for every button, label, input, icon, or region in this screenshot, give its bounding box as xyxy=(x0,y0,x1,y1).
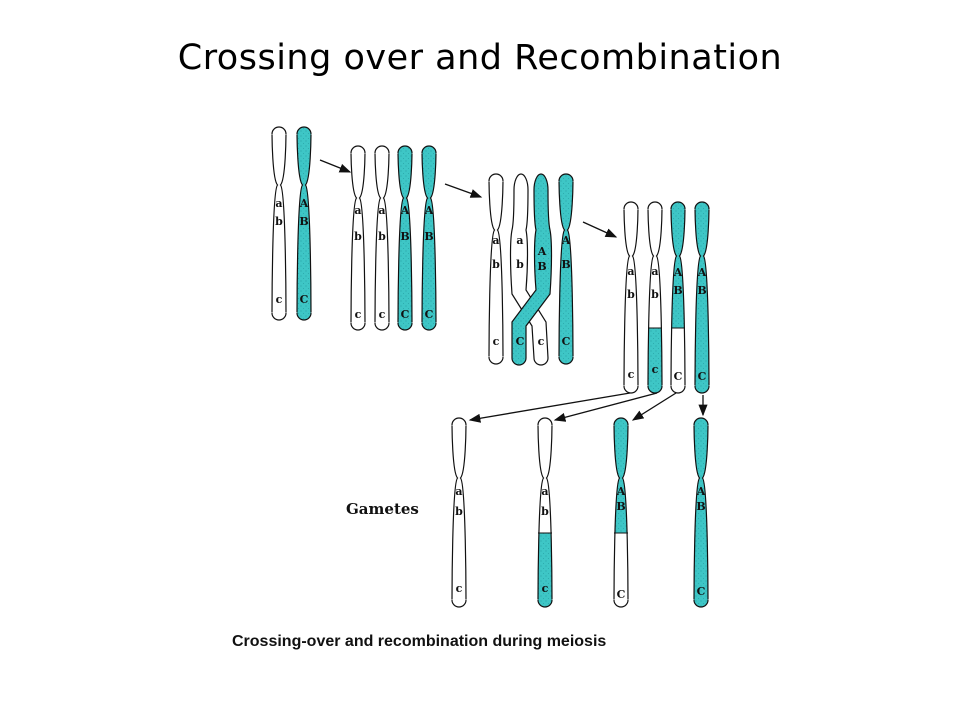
allele-a-label: a xyxy=(275,197,282,210)
allele-b-label: b xyxy=(651,288,659,301)
allele-b-label: b xyxy=(492,258,500,271)
allele-c-label: c xyxy=(542,582,549,595)
allele-C-label: C xyxy=(562,335,571,348)
gamete-3-recombinant-ABc xyxy=(613,417,629,608)
allele-a-label: a xyxy=(651,265,658,278)
allele-A-label: A xyxy=(697,266,707,279)
allele-a-label: a xyxy=(354,204,361,217)
stage4-chromatid-1 xyxy=(623,201,639,394)
allele-a-label: a xyxy=(541,485,548,498)
allele-A-label: A xyxy=(561,234,571,247)
allele-c-label: c xyxy=(652,363,659,376)
stage3-chromatid-4 xyxy=(558,173,574,365)
allele-a-label: a xyxy=(455,485,462,498)
allele-c-label: c xyxy=(456,582,463,595)
allele-c-label: c xyxy=(493,335,500,348)
stage4-chromatid-2 xyxy=(647,201,663,394)
allele-C-label: C xyxy=(674,370,683,383)
stage2-chromatid-4 xyxy=(421,145,437,331)
allele-A-label: A xyxy=(616,485,626,498)
allele-b-label: b xyxy=(275,215,283,228)
allele-C-label: C xyxy=(698,370,707,383)
stage4-chromatid-3 xyxy=(670,201,686,394)
gamete-2-recombinant-abC xyxy=(537,417,553,608)
allele-C-label: C xyxy=(516,335,525,348)
stage4-chromatid-4 xyxy=(694,201,710,394)
allele-C-label: C xyxy=(300,293,309,306)
arrow-stage1-to-stage2 xyxy=(319,159,352,173)
stage2-chromatid-3 xyxy=(397,145,413,331)
allele-B-label: B xyxy=(697,284,706,297)
stage1-chromosome-dominant xyxy=(296,126,312,321)
allele-A-label: A xyxy=(537,245,547,258)
chromosomes-layer xyxy=(271,126,710,608)
arrow-to-gamete-1 xyxy=(468,392,631,423)
allele-A-label: A xyxy=(400,204,410,217)
allele-B-label: B xyxy=(299,215,308,228)
allele-c-label: c xyxy=(628,368,635,381)
stage2-chromatid-1 xyxy=(350,145,366,331)
allele-b-label: b xyxy=(541,505,549,518)
allele-B-label: B xyxy=(424,230,433,243)
arrow-stage3-to-stage4 xyxy=(582,221,618,238)
allele-c-label: c xyxy=(379,308,386,321)
allele-A-label: A xyxy=(424,204,434,217)
allele-B-label: B xyxy=(673,284,682,297)
gamete-4-parental-ABC xyxy=(693,417,709,608)
allele-B-label: B xyxy=(561,258,570,271)
gametes-label: Gametes xyxy=(346,500,419,518)
allele-B-label: B xyxy=(400,230,409,243)
allele-C-label: C xyxy=(425,308,434,321)
allele-b-label: b xyxy=(378,230,386,243)
diagram-caption: Crossing-over and recombination during m… xyxy=(232,633,606,650)
allele-C-label: C xyxy=(697,585,706,598)
gamete-1-parental-abc xyxy=(451,417,467,608)
allele-a-label: a xyxy=(516,234,523,247)
allele-A-label: A xyxy=(696,485,706,498)
allele-B-label: B xyxy=(537,260,546,273)
arrow-to-gamete-2 xyxy=(553,392,658,422)
stage1-chromosome-recessive xyxy=(271,126,287,321)
stage3-chromatid-1 xyxy=(488,173,504,365)
stage3-crossing-chromatids xyxy=(509,173,553,366)
allele-A-label: A xyxy=(673,266,683,279)
allele-a-label: a xyxy=(492,234,499,247)
allele-c-label: c xyxy=(538,335,545,348)
arrow-stage2-to-stage3 xyxy=(444,183,483,198)
allele-B-label: B xyxy=(616,500,625,513)
arrows-layer xyxy=(319,159,708,423)
allele-c-label: c xyxy=(355,308,362,321)
allele-a-label: a xyxy=(378,204,385,217)
allele-C-label: C xyxy=(617,588,626,601)
arrow-to-gamete-3 xyxy=(631,392,677,421)
allele-A-label: A xyxy=(299,197,309,210)
allele-b-label: b xyxy=(627,288,635,301)
allele-C-label: C xyxy=(401,308,410,321)
allele-B-label: B xyxy=(696,500,705,513)
allele-c-label: c xyxy=(276,293,283,306)
allele-b-label: b xyxy=(354,230,362,243)
allele-b-label: b xyxy=(455,505,463,518)
allele-a-label: a xyxy=(627,265,634,278)
allele-b-label: b xyxy=(516,258,524,271)
stage2-chromatid-2 xyxy=(374,145,390,331)
allele-labels-layer: abcABCabcabcABCABCabcABCabcABCabcabcABCA… xyxy=(275,197,707,601)
slide-title: Crossing over and Recombination xyxy=(177,38,783,78)
